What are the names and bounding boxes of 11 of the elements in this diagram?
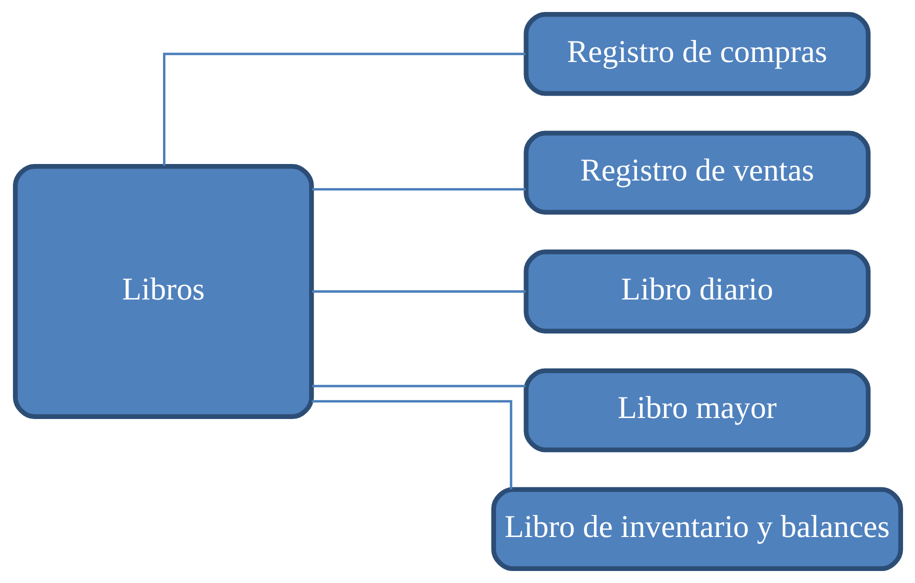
node-box: Libros — [12, 164, 314, 419]
node-box: Registro de compras — [523, 12, 870, 96]
connector — [312, 384, 526, 388]
node-box: Libro diario — [523, 250, 870, 334]
connector — [312, 290, 526, 293]
node-box: Libro mayor — [523, 368, 870, 452]
connector — [311, 400, 512, 490]
node-box: Libro de inventario y balances — [490, 487, 903, 572]
connector — [162, 52, 526, 166]
node-box: Registro de ventas — [523, 130, 870, 215]
connector — [312, 188, 526, 191]
